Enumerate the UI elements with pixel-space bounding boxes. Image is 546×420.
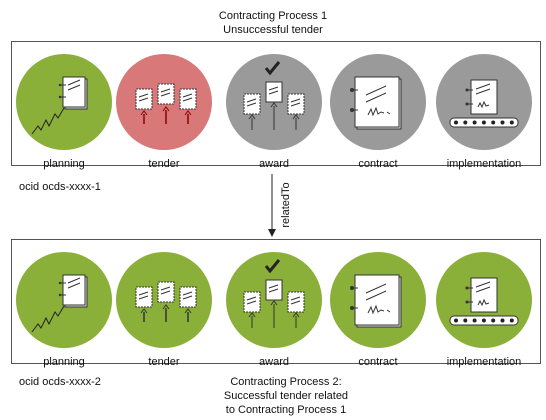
implementation-icon	[449, 79, 519, 128]
stage-label: planning	[43, 356, 85, 368]
stage-label: implementation	[446, 356, 522, 368]
stage-label: tender	[148, 356, 180, 368]
process2-subtitle-2: to Contracting Process 1	[225, 404, 347, 416]
tender-icon	[135, 281, 197, 322]
related-to-label: relatedTo	[280, 182, 292, 228]
process1-subtitle: Unsuccessful tender	[223, 24, 323, 36]
process1-stage-contract: contract	[328, 52, 428, 170]
stage-label: implementation	[446, 158, 522, 170]
related-to-arrow	[268, 174, 276, 237]
process2-stage-implementation: implementation	[434, 250, 534, 368]
process2-stage-tender: tender	[114, 250, 214, 368]
planning-icon	[31, 76, 88, 135]
process1-caption: Contracting Process 1 Unsuccessful tende…	[0, 9, 546, 37]
award-icon	[243, 259, 305, 328]
stage-label: planning	[43, 158, 85, 170]
stage-label: contract	[358, 356, 398, 368]
stage-label: contract	[358, 158, 398, 170]
process1-title: Contracting Process 1	[218, 10, 328, 22]
stage-label: award	[259, 356, 289, 368]
process2-ocid: ocid ocds-xxxx-2	[19, 376, 101, 388]
tender-icon	[135, 83, 197, 124]
planning-icon	[31, 274, 88, 333]
award-icon	[243, 61, 305, 130]
process2-stage-award: award	[224, 250, 324, 368]
process1-stage-planning: planning	[14, 52, 114, 170]
process2-stage-contract: contract	[328, 250, 428, 368]
process1-stage-implementation: implementation	[434, 52, 534, 170]
process2-caption: Contracting Process 2: Successful tender…	[186, 375, 386, 417]
implementation-icon	[449, 277, 519, 326]
process2-stage-planning: planning	[14, 250, 114, 368]
process1-stage-tender: tender	[114, 52, 214, 170]
process1-box: planning tender award contract	[11, 41, 541, 170]
process2-title: Contracting Process 2:	[230, 376, 342, 388]
contract-icon	[350, 76, 402, 130]
process2-subtitle: Successful tender related	[223, 390, 349, 402]
process1-ocid: ocid ocds-xxxx-1	[19, 181, 101, 193]
stage-label: tender	[148, 158, 180, 170]
contract-icon	[350, 274, 402, 328]
process2-box: planning tender award contract	[11, 239, 541, 368]
stage-label: award	[259, 158, 289, 170]
process1-stage-award: award	[224, 52, 324, 170]
